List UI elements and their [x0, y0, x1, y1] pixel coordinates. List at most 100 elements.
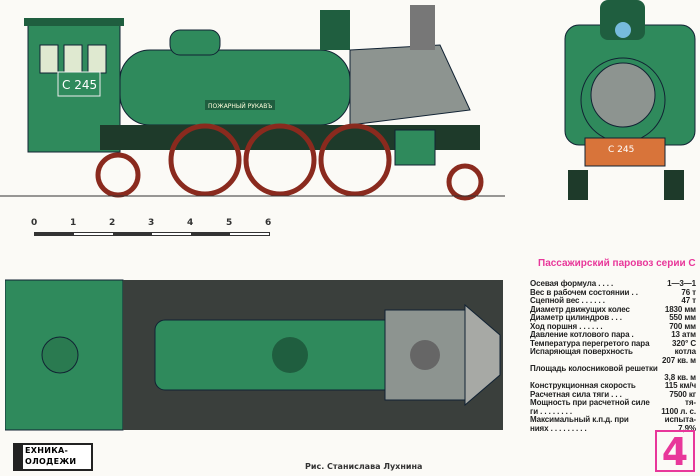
spec-row: Конструкционная скорость 115 км/ч — [530, 381, 696, 391]
spec-label: Максимальный к.п.д. при — [530, 415, 629, 424]
spec-label: ги . . . . . . . . — [530, 406, 573, 416]
logo-line1: ЕХНИКА- — [25, 446, 69, 455]
cylinder — [394, 129, 436, 166]
engine-number: С 245 — [62, 78, 97, 92]
spec-label: Осевая формула . . . . — [530, 279, 614, 288]
spec-row: Максимальный к.п.д. при испыта- — [530, 415, 696, 425]
magazine-logo: ЕХНИКА- ОЛОДЕЖИ — [13, 443, 93, 471]
scale-tick: 0 — [31, 218, 38, 228]
spec-value: 320° С — [672, 338, 696, 348]
spec-label: Диаметр движущих колес — [530, 304, 630, 314]
driving-wheel — [318, 123, 392, 197]
spec-row: Ход поршня . . . . . . 700 мм — [530, 321, 696, 332]
boiler — [119, 49, 351, 126]
front-wheel — [664, 170, 684, 200]
spec-label: Расчетная сила тяги . . . — [530, 389, 622, 399]
spec-label: Мощность при расчетной силе — [530, 398, 650, 407]
spec-label: Площадь колосниковой решетки — [530, 364, 658, 373]
illustration-credit: Рис. Станислава Лухнина — [305, 462, 423, 471]
spec-row: Диаметр цилиндров . . . 550 мм — [530, 313, 696, 323]
spec-value: 1100 л. с. — [661, 406, 696, 416]
scale-bar-stripe — [34, 232, 270, 236]
chimney-top — [410, 340, 440, 370]
logo-line2: ОЛОДЕЖИ — [25, 457, 77, 466]
scale-tick: 1 — [70, 218, 77, 228]
scale-tick-labels: 0 1 2 3 4 5 6 — [28, 218, 288, 230]
front-wheel — [568, 170, 588, 200]
spec-row: Испаряющая поверхность котла — [530, 347, 697, 357]
spec-value: 1—3—1 — [667, 279, 696, 288]
front-view-drawing: С 245 — [564, 0, 696, 200]
scale-bar: 0 1 2 3 4 5 6 — [28, 218, 288, 236]
driving-wheel — [243, 123, 317, 197]
spec-value: испыта- — [664, 415, 696, 424]
spec-value: 207 кв. м — [662, 355, 696, 365]
wheels — [95, 123, 484, 201]
number-plate — [57, 71, 101, 97]
spec-value: 3,8 кв. м — [664, 372, 696, 382]
spec-value: 47 т — [681, 296, 696, 305]
scale-tick: 5 — [226, 218, 233, 228]
spec-label: Сцепной вес . . . . . . — [530, 296, 605, 305]
spec-value: 115 км/ч — [664, 381, 696, 390]
page-number: 4 — [655, 430, 695, 472]
spec-row: 3,8 кв. м — [530, 372, 696, 383]
spec-value: 550 мм — [669, 313, 696, 322]
scale-tick: 2 — [109, 218, 116, 228]
hose-plate-background — [205, 100, 275, 110]
front-chimney — [600, 0, 645, 40]
spec-row: Сцепной вес . . . . . . 47 т — [530, 296, 696, 306]
sand-dome — [320, 10, 350, 50]
chimney — [410, 5, 435, 50]
spec-label: Давление котлового пара . — [530, 330, 634, 339]
hose-plate: ПОЖАРНЫЙ РУКАВЪ — [208, 103, 272, 110]
trailing-wheel — [95, 152, 141, 198]
spec-row: Осевая формула . . . . 1—3—1 — [530, 279, 696, 289]
spec-label: Испаряющая поверхность — [530, 347, 633, 356]
smokebox-door — [590, 62, 656, 128]
cab-window — [63, 44, 83, 74]
leading-wheel — [446, 163, 484, 201]
smokebox — [349, 44, 471, 126]
specs-title: Пассажирский паровоз серии С — [538, 258, 696, 269]
spec-label: Диаметр цилиндров . . . — [530, 313, 622, 322]
spec-label: Вес в рабочем состоянии . . — [530, 287, 638, 297]
cab-window — [39, 44, 59, 74]
spec-row: Давление котлового пара . 13 атм — [530, 330, 696, 340]
side-view-drawing: С 245 ПОЖАРНЫЙ РУКАВЪ — [0, 5, 505, 201]
spec-value: 1830 мм — [664, 304, 696, 314]
scale-tick: 6 — [265, 218, 272, 228]
spec-value: 76 т — [681, 287, 696, 297]
spec-row: Диаметр движущих колес 1830 мм — [530, 304, 696, 315]
spec-row: ниях . . . . . . . . . 7,9% — [530, 423, 696, 434]
spec-row: Расчетная сила тяги . . . 7500 кг — [530, 389, 696, 400]
cab-vent — [41, 336, 79, 374]
spec-value: 700 мм — [669, 321, 696, 331]
spec-value: 7,9% — [678, 423, 696, 433]
spec-label: Конструкционная скорость — [530, 381, 636, 390]
spec-label: ниях . . . . . . . . . — [530, 423, 587, 433]
spec-label: Ход поршня . . . . . . — [530, 321, 603, 331]
spec-label: Температура перегретого пара — [530, 338, 650, 348]
scale-tick: 4 — [187, 218, 194, 228]
spec-row: Площадь колосниковой решетки — [530, 364, 696, 374]
spec-row: ги . . . . . . . . 1100 л. с. — [530, 406, 696, 417]
spec-row: Температура перегретого пара 320° С — [530, 338, 696, 349]
logo-t-mark — [15, 445, 23, 469]
spec-value: котла — [674, 347, 697, 356]
headlamp — [615, 22, 631, 38]
front-engine-number: С 245 — [608, 145, 634, 155]
steam-dome — [169, 29, 221, 56]
cab-window — [87, 44, 107, 74]
top-view-drawing — [5, 279, 503, 431]
spec-value: 7500 кг — [669, 389, 696, 399]
spec-row: Вес в рабочем состоянии . . 76 т — [530, 287, 696, 298]
spec-value: 13 атм — [671, 330, 696, 339]
spec-row: 207 кв. м — [530, 355, 696, 366]
scale-tick: 3 — [148, 218, 155, 228]
driving-wheel — [168, 123, 242, 197]
smokebox-nose — [464, 303, 501, 407]
buffer-beam — [584, 137, 666, 167]
